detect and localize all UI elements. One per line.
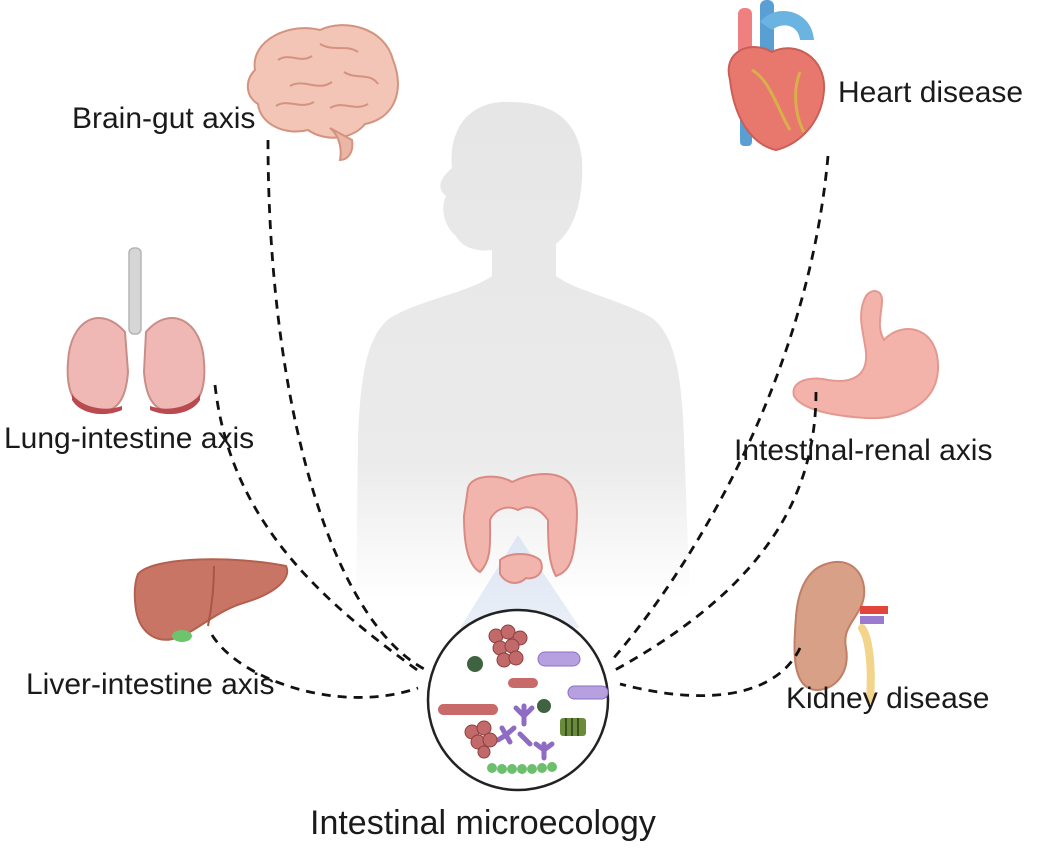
connector-kidney (619, 647, 802, 697)
dashed-connectors (210, 139, 830, 699)
liver-icon (133, 558, 289, 642)
connector-liver (210, 634, 419, 699)
label-lung-intestine-axis: Lung-intestine axis (4, 422, 255, 455)
heart-icon (727, 0, 826, 152)
lungs-icon (66, 247, 206, 415)
label-intestinal-renal-axis: Intestinal-renal axis (734, 434, 993, 467)
label-intestinal-microecology: Intestinal microecology (310, 804, 656, 842)
connector-lung (213, 384, 421, 674)
microbes-icon (438, 624, 609, 774)
label-heart-disease: Heart disease (838, 76, 1024, 109)
connector-heart (610, 155, 830, 661)
large-intestine-icon (462, 473, 578, 584)
label-brain-gut-axis: Brain-gut axis (72, 102, 256, 135)
label-liver-intestine-axis: Liver-intestine axis (26, 668, 275, 701)
kidney-icon (793, 561, 888, 704)
brain-icon (246, 24, 399, 162)
stomach-icon (792, 290, 940, 420)
human-body-silhouette (356, 101, 690, 600)
label-kidney-disease: Kidney disease (786, 682, 990, 715)
